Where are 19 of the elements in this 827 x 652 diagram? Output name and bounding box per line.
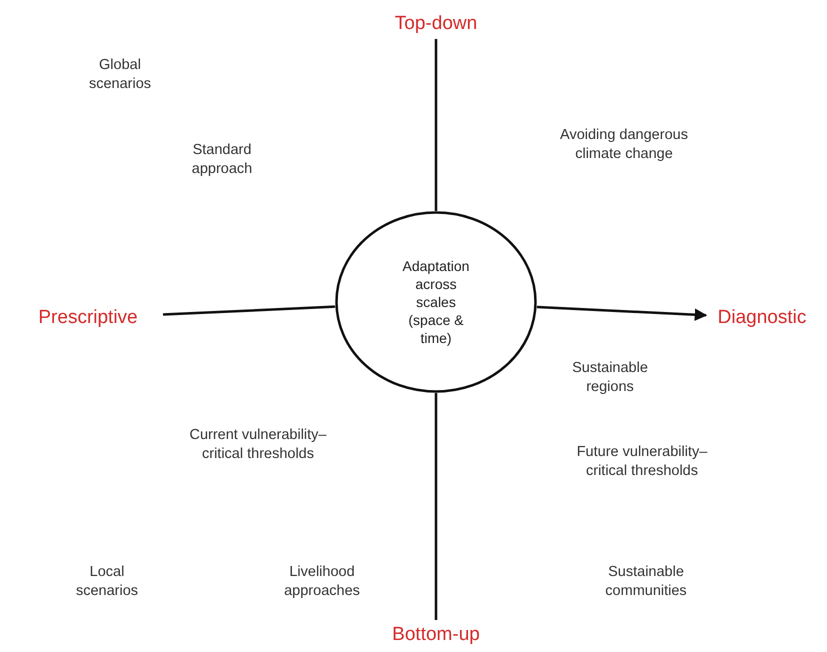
axis-label: Prescriptive <box>13 303 163 333</box>
note-text: Livelihood approaches <box>283 563 361 601</box>
axis-line <box>162 305 336 316</box>
axis-line <box>434 39 438 211</box>
axis-label: Top-down <box>381 9 491 39</box>
axis-line <box>434 393 438 620</box>
note-text: Sustainable communities <box>604 563 688 601</box>
axis-label: Diagnostic <box>706 303 818 333</box>
note-text: Local scenarios <box>74 563 140 601</box>
note-text: Standard approach <box>190 141 254 179</box>
axis-label: Bottom-up <box>377 620 495 650</box>
note-text: Current vulnerability– critical thresholds <box>188 426 328 464</box>
note-text: Sustainable regions <box>571 359 649 397</box>
node-text: Adaptation across scales (space & time) <box>402 256 470 348</box>
arrow <box>536 306 708 321</box>
note-text: Future vulnerability– critical thresholds <box>576 443 708 481</box>
note-text: Global scenarios <box>88 56 152 94</box>
note-text: Avoiding dangerous climate change <box>559 126 689 164</box>
center-ellipse <box>335 211 537 393</box>
